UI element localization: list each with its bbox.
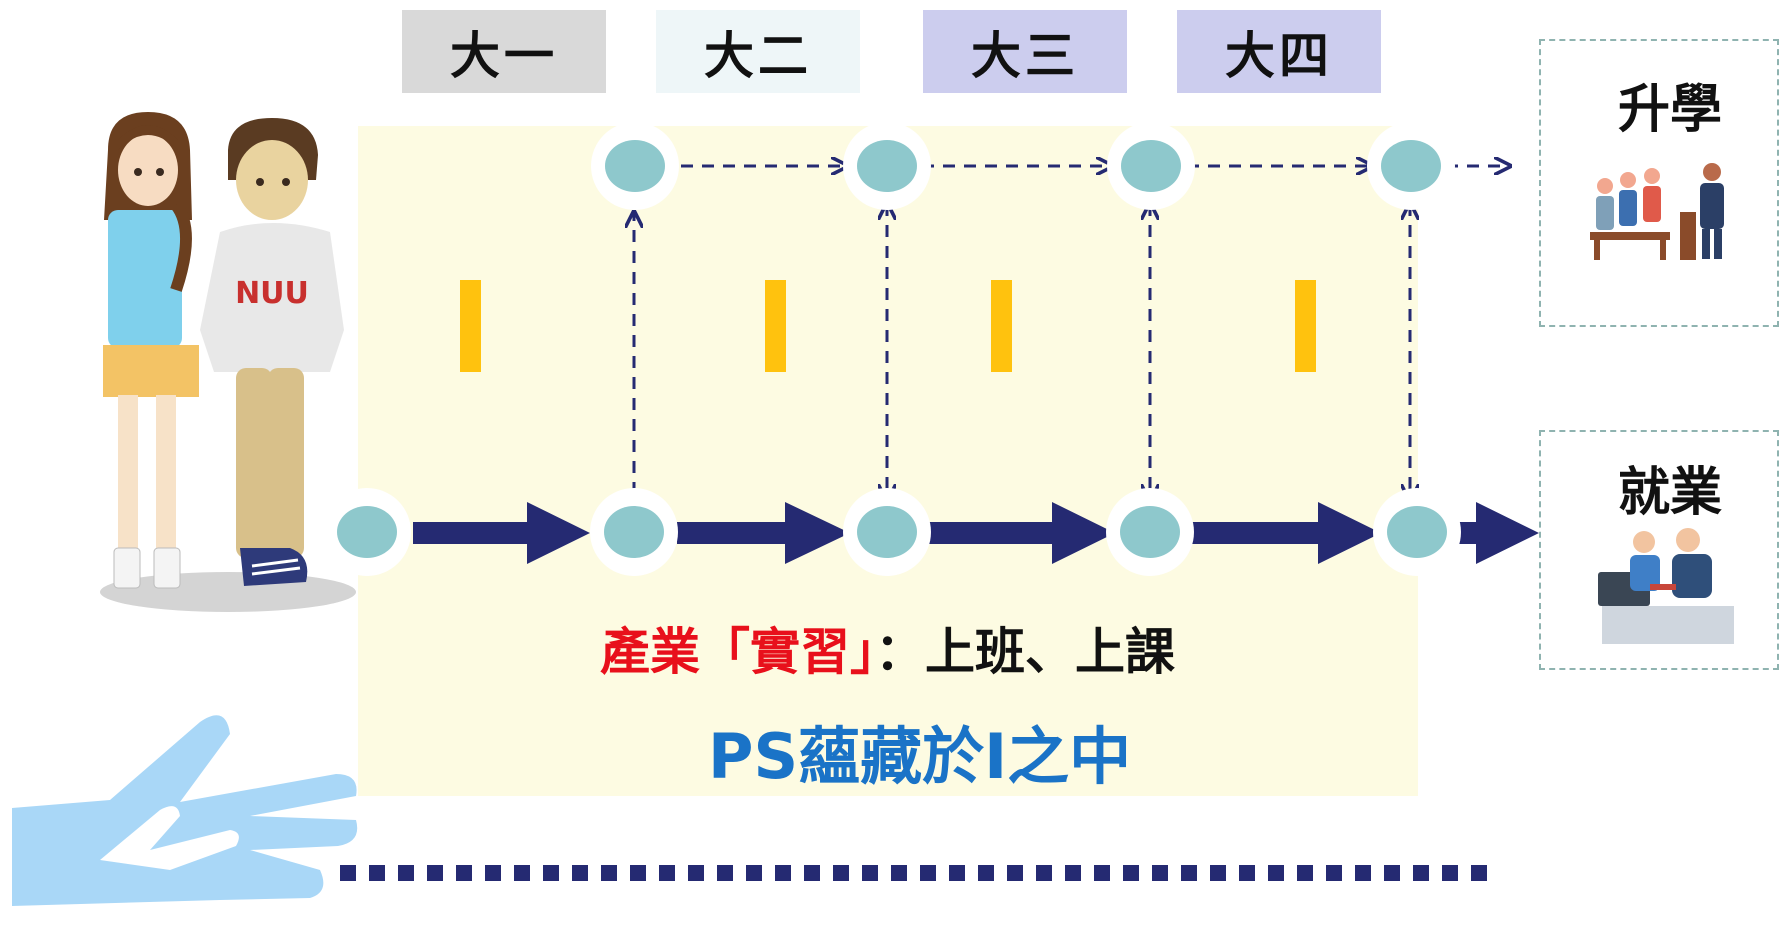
node-top-2 bbox=[843, 122, 931, 210]
node-bottom-2 bbox=[843, 488, 931, 576]
marker-2 bbox=[765, 280, 786, 372]
shirt-text: NUU bbox=[235, 276, 309, 311]
students-illustration: NUU bbox=[100, 112, 356, 612]
boy-figure-icon: NUU bbox=[200, 118, 344, 586]
vertical-connectors bbox=[634, 204, 1410, 500]
year-label-2: 大二 bbox=[656, 10, 860, 93]
employment-box: 就業 bbox=[1539, 430, 1779, 670]
main-flow-arrows bbox=[413, 502, 1539, 564]
year-label-1: 大一 bbox=[402, 10, 606, 93]
marker-3 bbox=[991, 280, 1012, 372]
year-label-3: 大三 bbox=[923, 10, 1127, 93]
girl-figure-icon bbox=[103, 112, 199, 589]
marker-1 bbox=[460, 280, 481, 372]
year-label-4: 大四 bbox=[1177, 10, 1381, 93]
node-bottom-3 bbox=[1106, 488, 1194, 576]
node-top-4 bbox=[1367, 122, 1455, 210]
node-top-3 bbox=[1107, 122, 1195, 210]
marker-4 bbox=[1295, 280, 1316, 372]
node-top-1 bbox=[591, 122, 679, 210]
classroom-icon bbox=[1590, 163, 1724, 260]
node-bottom-1 bbox=[590, 488, 678, 576]
employment-label: 就業 bbox=[1617, 463, 1722, 523]
node-bottom-0 bbox=[323, 488, 411, 576]
internship-caption: 產業「實習」：上班、上課 bbox=[600, 612, 1175, 684]
internship-caption-rest: ：上班、上課 bbox=[875, 623, 1175, 681]
node-bottom-4 bbox=[1373, 488, 1461, 576]
internship-caption-highlight: 產業「實習」 bbox=[600, 623, 875, 681]
further-study-label: 升學 bbox=[1617, 80, 1722, 140]
timeline-nodes bbox=[323, 122, 1461, 576]
subcaption: PS蘊藏於I之中 bbox=[708, 720, 1132, 793]
further-study-box: 升學 bbox=[1539, 39, 1779, 327]
business-meeting-icon bbox=[1598, 528, 1734, 644]
helping-hands-icon bbox=[12, 715, 358, 906]
